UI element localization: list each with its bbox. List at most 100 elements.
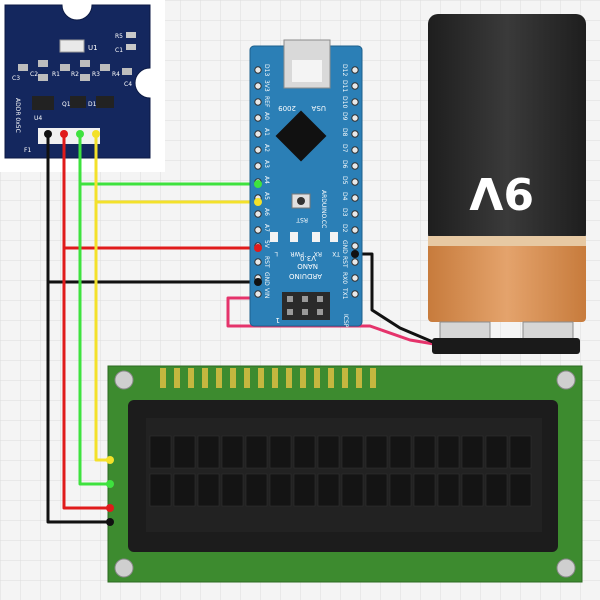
nano-pin-label: D6 [341,160,348,169]
lcd-character-cells [149,435,532,507]
lcd-header-pin [216,368,222,388]
lcd-cell [221,435,244,469]
nano-pin-vin[interactable] [254,290,262,298]
icsp-pin1-label: 1 [276,316,280,324]
nano-pin-rst[interactable] [254,258,262,266]
lcd-header-pin [328,368,334,388]
nano-pin-d3[interactable] [351,210,359,218]
battery-label: 9V [469,167,534,218]
lcd-cell [365,435,388,469]
wire-black-sensor-lcd[interactable] [46,134,110,524]
nano-pin-label: D12 [341,64,348,76]
nano-pin-label: D4 [341,192,348,201]
wire-red-sensor-lcd[interactable] [62,134,110,510]
c2-label: C2 [30,71,38,78]
lcd-header-pin [160,368,166,388]
lcd-cell [413,435,436,469]
nano-pin-a3[interactable] [254,162,262,170]
nano-rst-label: RST [296,216,308,223]
arduino-nano[interactable]: USA 2009 RST ARDUINO.CC L PWR RX TX NANO… [249,39,363,328]
nano-pin-d7[interactable] [351,146,359,154]
nano-brand-label: ARDUINO.CC [320,190,327,228]
battery-9v[interactable]: 9V [428,14,586,354]
nano-pin-d12[interactable] [351,66,359,74]
nano-pin-d9[interactable] [351,114,359,122]
f1-label: F1 [24,147,31,154]
nano-led-l-label: L [274,250,278,257]
nano-pin-label: RST [341,256,348,268]
lcd-cell [317,473,340,507]
lcd-cell [485,435,508,469]
nano-pin-rst[interactable] [351,258,359,266]
icsp-label: ICSP [342,314,349,328]
nano-pin-d8[interactable] [351,130,359,138]
nano-pin-label: D2 [341,224,348,233]
nano-pin-d10[interactable] [351,98,359,106]
lcd-cell [269,473,292,507]
wire-yellow-sensor-lcd[interactable] [94,134,110,462]
nano-leds [270,232,338,242]
nano-pin-a7[interactable] [254,226,262,234]
nano-pin-label: A6 [263,208,270,216]
nano-pin-d5[interactable] [351,178,359,186]
nano-pin-a0[interactable] [254,114,262,122]
lcd-header-pin [244,368,250,388]
lcd-cell [269,435,292,469]
lcd-wire-pins [106,456,114,526]
nano-pin-tx1[interactable] [351,290,359,298]
lcd-cell [413,473,436,507]
lcd-cell [173,473,196,507]
lcd-header-pin [230,368,236,388]
nano-pin-3v3[interactable] [254,82,262,90]
nano-pin-gnd[interactable] [351,242,359,250]
nano-pin-label: 3V3 [263,80,270,92]
nano-pin-ref[interactable] [254,98,262,106]
lcd-header-pin [174,368,180,388]
nano-pin-d4[interactable] [351,194,359,202]
nano-pin-rx0[interactable] [351,274,359,282]
addr-logo: ADDR 0x5C [14,98,21,133]
nano-pin-label: A2 [263,144,270,152]
lcd-cell [173,435,196,469]
lcd-header-pin [370,368,376,388]
lcd-cell [293,473,316,507]
nano-pin-label: A7 [263,224,270,232]
nano-model-arduino: ARDUINO [289,272,322,280]
wire-green-sensor-lcd[interactable] [78,134,110,486]
nano-pin-label: D9 [341,112,348,121]
r4-label: R4 [112,71,120,78]
nano-pin-label: REF [263,96,270,108]
nano-pin-label: D8 [341,128,348,137]
nano-pin-a2[interactable] [254,146,262,154]
nano-pin-d6[interactable] [351,162,359,170]
nano-pin-a6[interactable] [254,210,262,218]
r1-label: R1 [52,71,60,78]
lcd-16x2[interactable] [107,365,583,583]
sensor-module[interactable]: U1 R5 C1 C3 C2 R1 R2 R3 R4 C4 U4 Q1 D1 A… [0,0,165,172]
nano-pin-label: RX0 [341,272,348,284]
nano-pin-d11[interactable] [351,82,359,90]
lcd-header-pin [300,368,306,388]
lcd-cell [245,473,268,507]
lcd-cell [149,473,172,507]
nano-pin-label: D10 [341,96,348,108]
battery-terminals [439,321,574,343]
nano-led-pwr-label: PWR [290,250,304,257]
wire-black-gnd-battery[interactable] [355,252,441,347]
lcd-cell [221,473,244,507]
nano-led-rx-label: RX [314,250,322,257]
lcd-header-pin [202,368,208,388]
nano-pin-d13[interactable] [254,66,262,74]
lcd-cell [317,435,340,469]
smd-components-row [18,60,132,81]
nano-pin-label: D3 [341,208,348,217]
lcd-cell [149,435,172,469]
nano-pin-label: 5V [263,240,270,249]
sensor-header-pins [38,128,100,144]
nano-pin-label: D5 [341,176,348,185]
nano-pin-d2[interactable] [351,226,359,234]
r5-label: R5 [115,33,123,40]
lcd-header-pin [286,368,292,388]
nano-pin-a1[interactable] [254,130,262,138]
